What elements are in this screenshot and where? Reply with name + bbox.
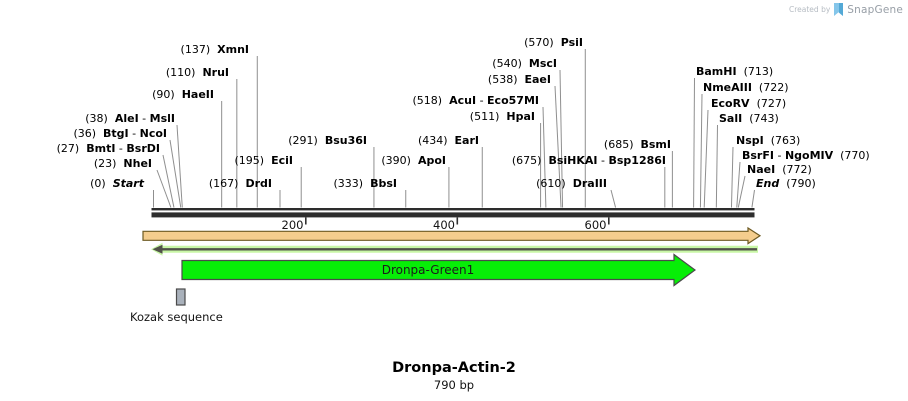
site-label-ecii[interactable]: (195)EciI xyxy=(234,154,294,167)
site-label-nspi[interactable]: NspI(763) xyxy=(736,134,801,147)
map-length: 790 bp xyxy=(433,378,475,392)
site-connector-line-end xyxy=(751,189,755,208)
site-label-drdi[interactable]: (167)DrdI xyxy=(208,177,272,190)
credit-prefix: Created by xyxy=(789,5,831,14)
snapgene-ribbon-icon xyxy=(834,3,844,16)
site-connector-line-bmti-bsrdi xyxy=(162,154,175,208)
site-connector-line-nmeaiii xyxy=(699,93,703,208)
map-title: Dronpa-Actin-2 xyxy=(392,360,516,376)
ruler-tick-400 xyxy=(456,217,459,225)
feature-label-kozak-sequence: Kozak sequence xyxy=(130,310,223,324)
ruler-number-200: 200 xyxy=(281,217,304,232)
site-connector-line-msci xyxy=(559,69,564,208)
site-label-hpai[interactable]: (511)HpaI xyxy=(469,110,535,123)
reverse-strand-arrow-head xyxy=(152,244,163,254)
credit-brand: SnapGene xyxy=(847,3,903,16)
site-label-start[interactable]: (0)Start xyxy=(90,177,144,190)
feature-box-kozak-sequence[interactable] xyxy=(175,288,186,306)
site-label-nhei[interactable]: (23)NheI xyxy=(93,157,152,170)
site-label-bsrfi-ngomiv[interactable]: BsrFI - NgoMIV(770) xyxy=(742,149,870,162)
site-label-eari[interactable]: (434)EarI xyxy=(417,134,479,147)
site-connector-line-acui-eco57mi xyxy=(542,106,547,208)
site-connector-line-bsrfi-ngomiv xyxy=(736,161,741,208)
ruler-number-400: 400 xyxy=(433,217,455,232)
site-label-nmeaiii[interactable]: NmeAIII(722) xyxy=(703,81,789,94)
site-label-end[interactable]: End(790) xyxy=(756,177,816,190)
feature-label-dronpa-green1: Dronpa-Green1 xyxy=(381,263,475,277)
sequence-bar-bottom-strand xyxy=(151,212,755,218)
site-connector-line-naei xyxy=(737,175,746,208)
site-label-naei[interactable]: NaeI(772) xyxy=(747,163,812,176)
site-label-btgi-ncoi[interactable]: (36)BtgI - NcoI xyxy=(73,127,167,140)
snapgene-credit: Created by SnapGene xyxy=(789,3,903,16)
site-label-psii[interactable]: (570)PsiI xyxy=(524,36,583,49)
site-connector-line-alei-msli xyxy=(176,124,183,208)
site-connector-line-draiii xyxy=(610,189,617,208)
site-label-nrui[interactable]: (110)NruI xyxy=(165,66,229,79)
site-label-bsu36i[interactable]: (291)Bsu36I xyxy=(288,134,367,147)
site-label-eaei[interactable]: (538)EaeI xyxy=(487,73,551,86)
ruler-tick-200 xyxy=(305,217,307,225)
site-label-bsihkai-bsp1286i[interactable]: (675)BsiHKAI - Bsp1286I xyxy=(511,154,666,167)
site-label-bbsi[interactable]: (333)BbsI xyxy=(333,177,398,190)
forward-strand-arrow[interactable] xyxy=(142,226,762,245)
site-connector-line-nspi xyxy=(730,146,734,208)
site-label-apoi[interactable]: (390)ApoI xyxy=(381,154,446,167)
site-label-bamhi[interactable]: BamHI(713) xyxy=(696,65,774,78)
site-label-acui-eco57mi[interactable]: (518)AcuI - Eco57MI xyxy=(412,94,539,107)
site-label-ecorv[interactable]: EcoRV(727) xyxy=(711,97,787,110)
site-label-bmti-bsrdi[interactable]: (27)BmtI - BsrDI xyxy=(56,142,160,155)
site-label-xmni[interactable]: (137)XmnI xyxy=(180,43,249,56)
site-label-haeii[interactable]: (90)HaeII xyxy=(152,88,214,101)
site-label-msci[interactable]: (540)MscI xyxy=(492,57,557,70)
sequence-bar-top-strand xyxy=(151,208,755,211)
site-connector-line-ecorv xyxy=(703,109,709,208)
ruler-number-600: 600 xyxy=(584,217,607,232)
site-connector-line-btgi-ncoi xyxy=(169,139,182,208)
site-label-alei-msli[interactable]: (38)AleI - MslI xyxy=(85,112,175,125)
site-connector-line-eaei xyxy=(554,85,562,208)
feature-arrow-dronpa-green1[interactable] xyxy=(181,253,697,287)
site-label-sali[interactable]: SalI(743) xyxy=(719,112,779,125)
site-connector-line-sali xyxy=(715,124,718,208)
site-connector-line-bamhi xyxy=(693,77,695,208)
site-connector-line-nhei xyxy=(156,169,172,208)
site-label-draiii[interactable]: (610)DraIII xyxy=(536,177,607,190)
ruler-tick-600 xyxy=(608,217,610,225)
site-label-bsmi[interactable]: (685)BsmI xyxy=(603,138,671,151)
